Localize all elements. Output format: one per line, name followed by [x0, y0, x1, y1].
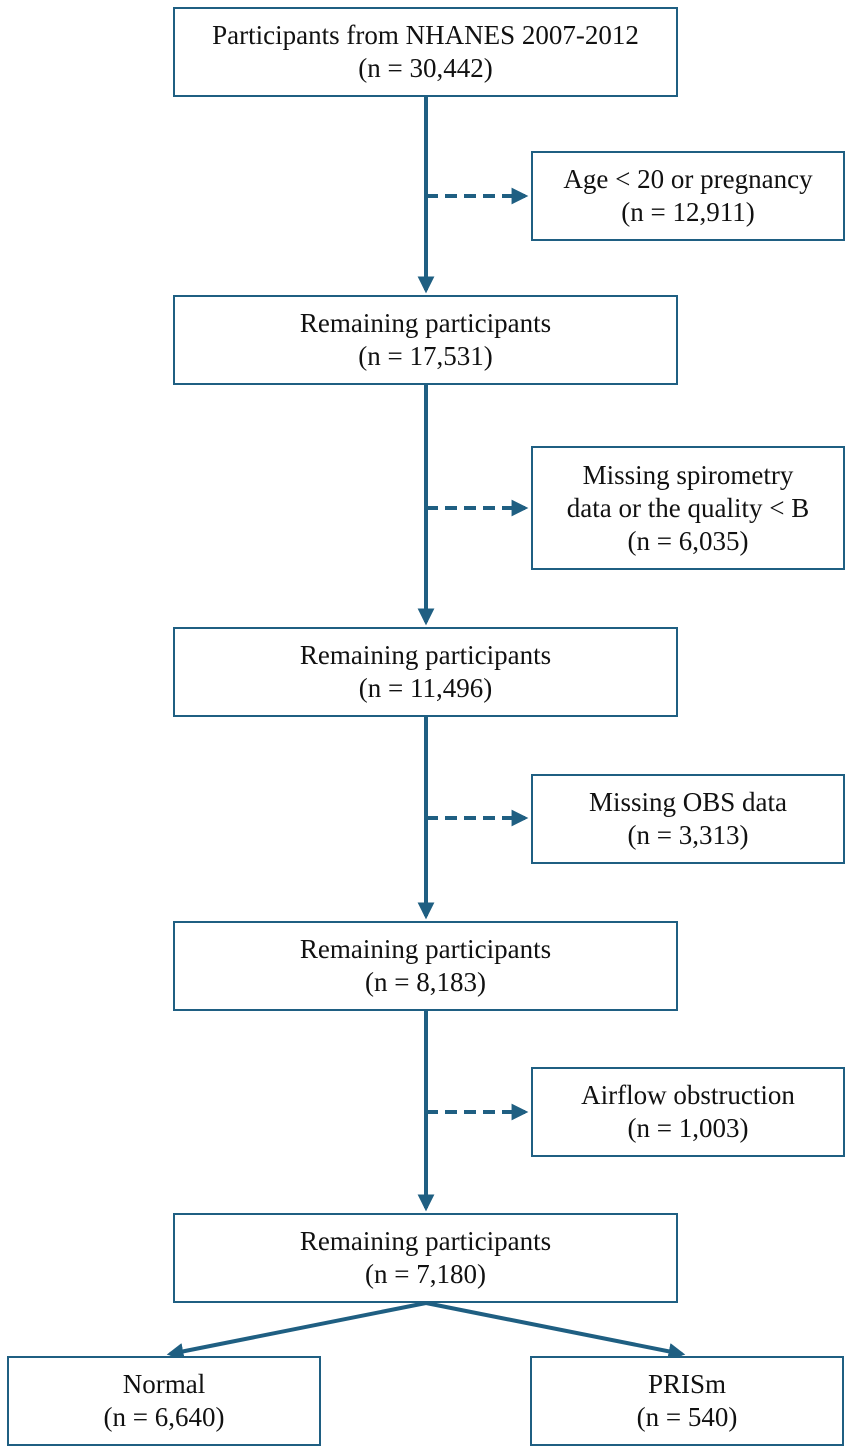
arrow-split-to-normal: [166, 1301, 427, 1360]
box-remaining-4: Remaining participants (n = 7,180): [173, 1213, 678, 1303]
box-title: Normal: [122, 1369, 206, 1399]
box-remaining-3: Remaining participants (n = 8,183): [173, 921, 678, 1011]
box-title: Remaining participants: [299, 640, 552, 670]
box-title: Age < 20 or pregnancy: [563, 164, 813, 194]
box-title-line2: data or the quality < B: [566, 492, 810, 523]
box-group-prism: PRISm (n = 540): [530, 1356, 844, 1446]
box-count: (n = 12,911): [621, 197, 755, 227]
box-title: Participants from NHANES 2007-2012: [212, 20, 639, 50]
box-count: (n = 3,313): [627, 820, 749, 850]
box-count: (n = 1,003): [627, 1113, 749, 1143]
box-title: Remaining participants: [299, 308, 552, 338]
box-group-normal: Normal (n = 6,640): [7, 1356, 321, 1446]
box-count: (n = 11,496): [358, 673, 493, 703]
box-title: Remaining participants: [299, 1226, 552, 1256]
box-nhanes-participants: Participants from NHANES 2007-2012 (n = …: [173, 7, 678, 97]
box-title: Missing OBS data: [588, 787, 788, 817]
box-count: (n = 17,531): [358, 341, 493, 371]
arrow-split-to-prism: [425, 1301, 686, 1360]
box-exclusion-spirometry: Missing spirometry data or the quality <…: [531, 446, 845, 570]
box-title: Airflow obstruction: [581, 1080, 795, 1110]
box-count: (n = 6,035): [627, 525, 749, 556]
box-title: PRISm: [647, 1369, 727, 1399]
box-title: Remaining participants: [299, 934, 552, 964]
box-exclusion-age-pregnancy: Age < 20 or pregnancy (n = 12,911): [531, 151, 845, 241]
box-title: Missing spirometry: [582, 459, 794, 490]
box-count: (n = 540): [636, 1402, 738, 1432]
box-count: (n = 7,180): [365, 1259, 486, 1289]
box-remaining-1: Remaining participants (n = 17,531): [173, 295, 678, 385]
box-exclusion-obs: Missing OBS data (n = 3,313): [531, 774, 845, 864]
box-remaining-2: Remaining participants (n = 11,496): [173, 627, 678, 717]
box-count: (n = 30,442): [358, 53, 493, 83]
box-count: (n = 8,183): [365, 967, 486, 997]
box-count: (n = 6,640): [103, 1402, 225, 1432]
box-exclusion-airflow: Airflow obstruction (n = 1,003): [531, 1067, 845, 1157]
